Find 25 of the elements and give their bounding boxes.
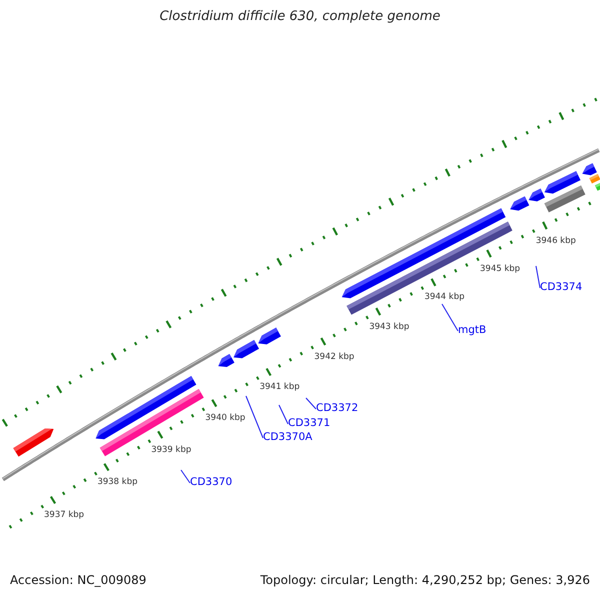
leader-line <box>442 304 458 332</box>
gene-name-label: CD3372 <box>316 402 358 415</box>
scale-label: 3938 kbp <box>97 477 138 488</box>
gene-name-label: CD3370A <box>263 431 312 444</box>
gene-name-label: CD3374 <box>540 281 582 294</box>
scale-label: 3939 kbp <box>151 444 192 455</box>
gene-name-label: mgtB <box>458 324 486 337</box>
accession-text: Accession: NC_009089 <box>10 573 146 587</box>
leader-line <box>306 398 316 410</box>
scale-label: 3945 kbp <box>480 264 520 274</box>
scale-label: 3942 kbp <box>314 352 354 362</box>
title: Clostridium difficile 630, complete genome <box>158 9 442 24</box>
scale-label: 3946 kbp <box>536 236 576 246</box>
leader-line <box>278 404 288 424</box>
gene-name-label: CD3371 <box>288 417 330 430</box>
leader-line <box>246 396 264 438</box>
gene-name-label: CD3370 <box>190 476 232 489</box>
genome-info-text: Topology: circular; Length: 4,290,252 bp; Genes: 3,926 <box>260 573 590 587</box>
scale-label: 3940 kbp <box>205 413 246 424</box>
scale-label: 3943 kbp <box>369 322 410 332</box>
scale-label: 3941 kbp <box>260 382 300 392</box>
leader-line <box>536 266 540 288</box>
scale-label: 3944 kbp <box>424 292 464 302</box>
leader-line <box>180 470 190 484</box>
scale-label: 3937 kbp <box>44 510 84 520</box>
